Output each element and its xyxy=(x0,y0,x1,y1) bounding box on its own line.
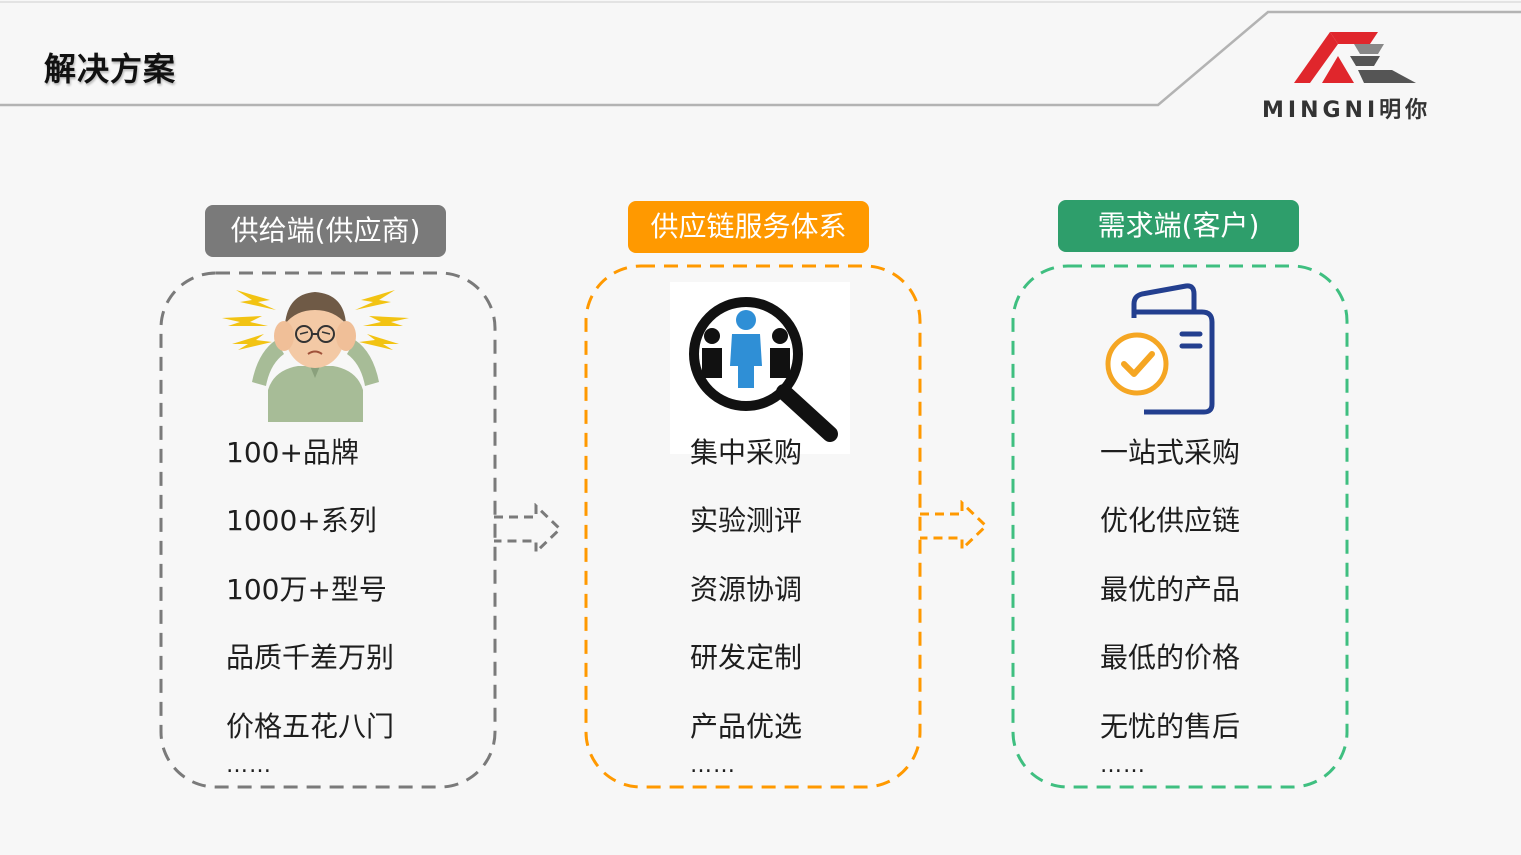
service-item: 产品优选 xyxy=(690,710,803,743)
logo-text: MINGNI明你 xyxy=(1262,98,1432,123)
arrow-right-icon xyxy=(920,500,989,552)
arrow-right-icon xyxy=(494,503,563,555)
supply-box xyxy=(159,271,497,789)
page-title: 解决方案 xyxy=(44,50,177,88)
demand-item: 最优的产品 xyxy=(1100,573,1241,606)
demand-title: 需求端(客户) xyxy=(1097,209,1260,242)
demand-more: …… xyxy=(1100,753,1146,778)
service-title-pill: 供应链服务体系 xyxy=(628,201,869,253)
magnifier-people-icon xyxy=(670,282,850,454)
demand-title-pill: 需求端(客户) xyxy=(1058,200,1299,252)
service-more: …… xyxy=(690,753,736,778)
supply-item: 品质千差万别 xyxy=(226,641,395,674)
demand-item: 一站式采购 xyxy=(1100,436,1241,469)
supply-item: 1000+系列 xyxy=(226,504,377,537)
supply-item: 价格五花八门 xyxy=(226,710,395,743)
service-item: 实验测评 xyxy=(690,504,803,537)
service-item: 集中采购 xyxy=(690,436,803,469)
service-box xyxy=(584,264,922,789)
supply-title: 供给端(供应商) xyxy=(230,214,421,247)
demand-box xyxy=(1011,264,1349,789)
supply-item: 100万+型号 xyxy=(226,573,387,606)
supply-title-pill: 供给端(供应商) xyxy=(205,205,446,257)
supply-item: 100+品牌 xyxy=(226,436,359,469)
header-divider xyxy=(0,1,1521,107)
service-item: 研发定制 xyxy=(690,641,803,674)
demand-item: 最低的价格 xyxy=(1100,641,1241,674)
stressed-man-icon xyxy=(222,290,409,422)
service-title: 供应链服务体系 xyxy=(650,210,847,243)
demand-item: 优化供应链 xyxy=(1100,504,1241,537)
document-check-icon xyxy=(1105,283,1215,415)
demand-item: 无忧的售后 xyxy=(1100,710,1241,743)
service-item: 资源协调 xyxy=(690,573,803,606)
supply-more: …… xyxy=(226,753,272,778)
mingni-logo-icon xyxy=(1294,32,1416,83)
